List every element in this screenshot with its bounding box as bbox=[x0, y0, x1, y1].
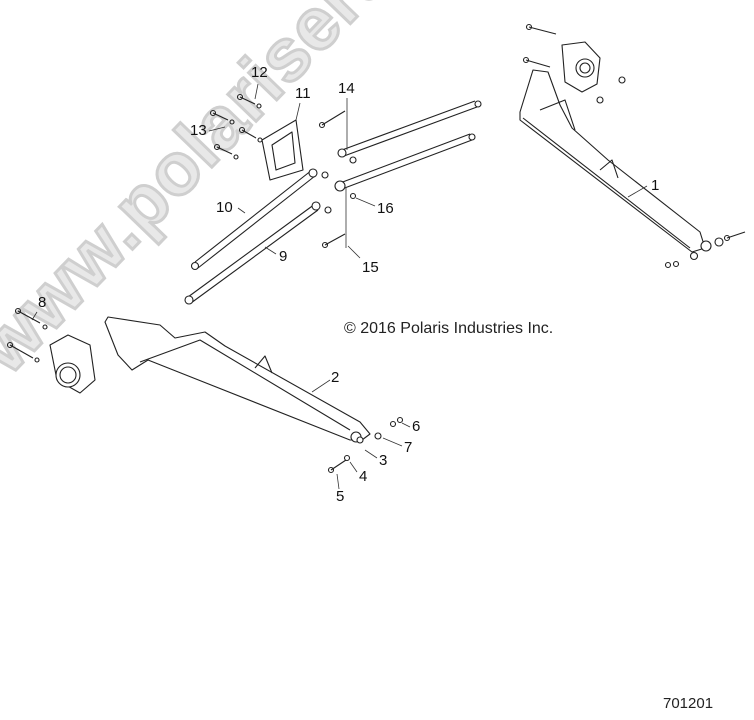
trailing-arm-right bbox=[519, 69, 724, 261]
callout-10[interactable]: 10 bbox=[216, 199, 233, 216]
callout-11[interactable]: 11 bbox=[295, 85, 311, 102]
knuckle-left bbox=[6, 307, 96, 394]
callout-6[interactable]: 6 bbox=[412, 418, 421, 435]
control-rods bbox=[184, 100, 482, 305]
callout-2[interactable]: 2 bbox=[331, 369, 340, 386]
bracket-and-bolts bbox=[209, 93, 357, 249]
callout-9[interactable]: 9 bbox=[279, 248, 288, 265]
figure-number: 701201 bbox=[663, 695, 714, 712]
knuckle-right bbox=[522, 23, 746, 269]
callout-16[interactable]: 16 bbox=[377, 200, 394, 217]
callout-5[interactable]: 5 bbox=[336, 488, 345, 505]
callout-15[interactable]: 15 bbox=[362, 259, 379, 276]
callout-8[interactable]: 8 bbox=[38, 294, 47, 311]
callout-7[interactable]: 7 bbox=[404, 439, 413, 456]
callout-1[interactable]: 1 bbox=[651, 177, 660, 194]
leader-lines bbox=[31, 83, 648, 490]
callout-12[interactable]: 12 bbox=[251, 64, 268, 81]
copyright-notice: © 2016 Polaris Industries Inc. bbox=[344, 320, 554, 337]
callout-4[interactable]: 4 bbox=[359, 468, 368, 485]
callout-3[interactable]: 3 bbox=[379, 452, 388, 469]
callout-13[interactable]: 13 bbox=[190, 122, 207, 139]
trailing-arm-left bbox=[104, 316, 404, 474]
callout-14[interactable]: 14 bbox=[338, 80, 355, 97]
